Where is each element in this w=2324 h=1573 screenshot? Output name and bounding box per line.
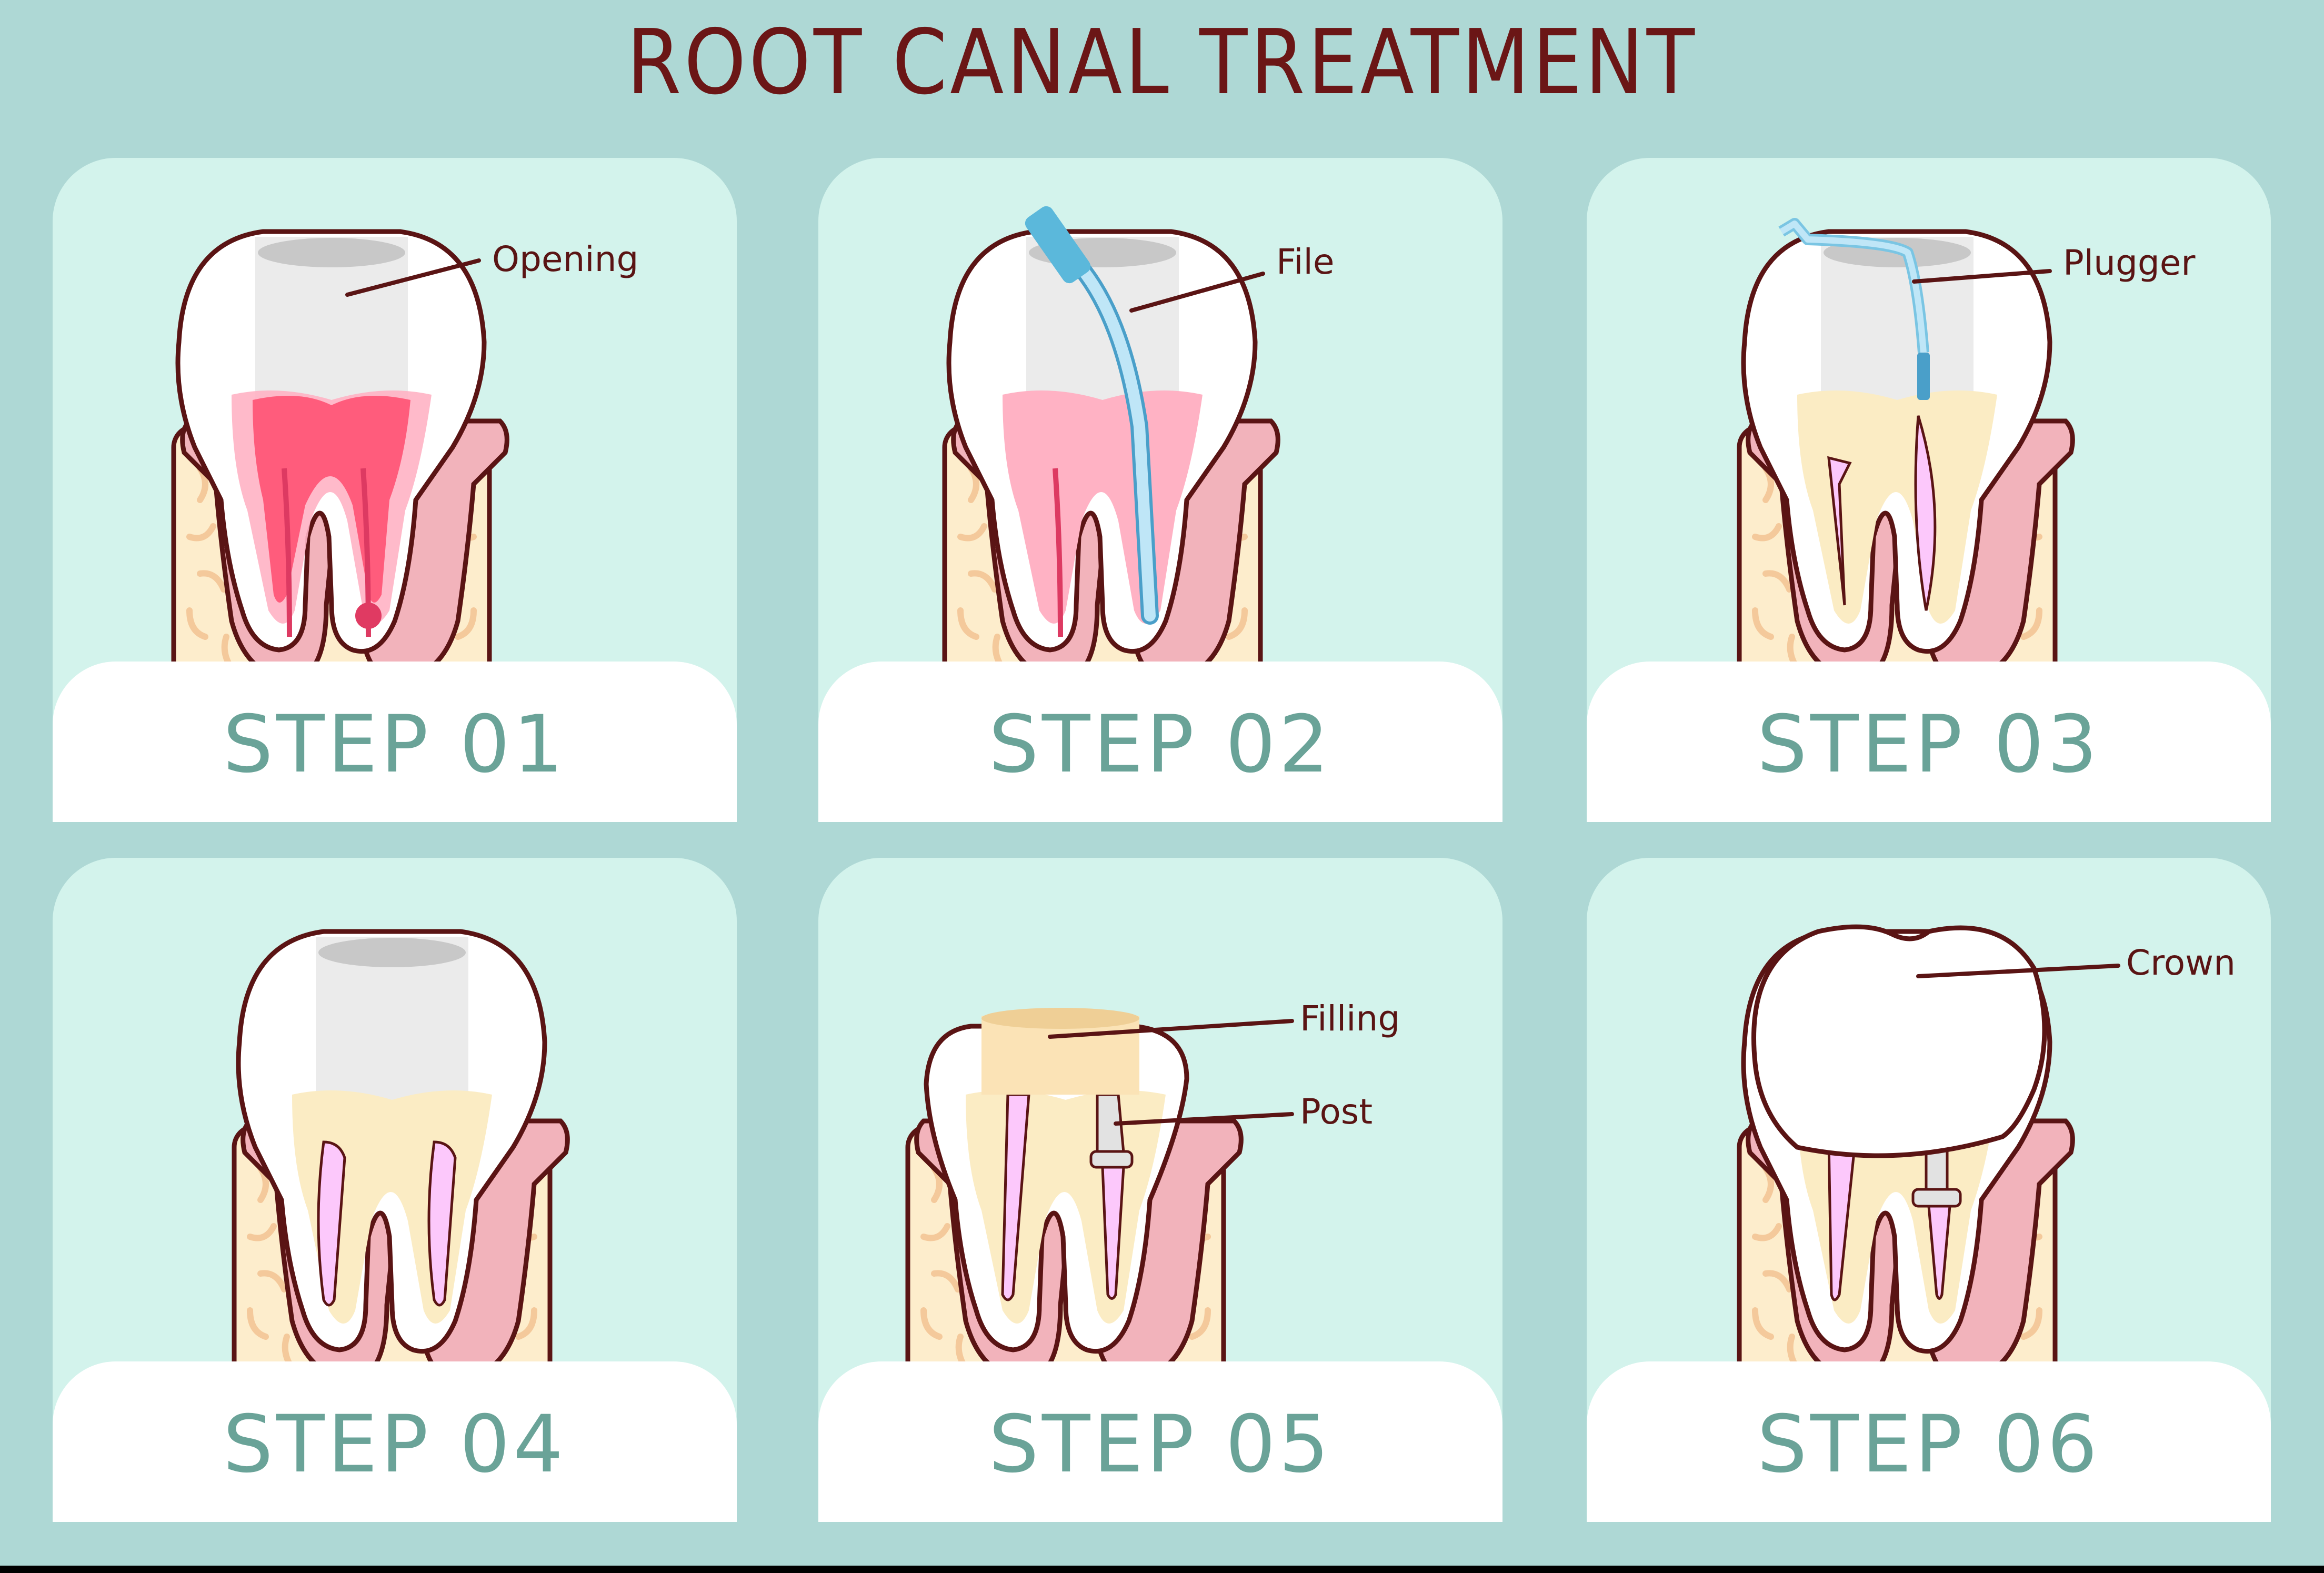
annotation-file: File [1276, 242, 1334, 282]
step-label: STEP 01 [223, 699, 567, 790]
annotation-filling: Filling [1300, 998, 1400, 1039]
step-label-band [818, 1361, 1502, 1522]
filling-pointer [1048, 1019, 1294, 1039]
step-label-band [1587, 662, 2271, 822]
plugger-pointer [1912, 269, 2052, 284]
step-label: STEP 03 [1757, 699, 2101, 790]
step-label-band [818, 662, 1502, 822]
step-label-band [53, 662, 737, 822]
annotation-opening: Opening [492, 239, 638, 279]
step-label: STEP 04 [223, 1399, 567, 1490]
tooth-illustration-plugger: Plugger [1587, 218, 2196, 663]
step-label-band [53, 1361, 737, 1522]
tooth-illustration-filled-canals [53, 858, 737, 1363]
tooth-illustration-infected-pulp: Opening [53, 158, 638, 663]
step-label: STEP 05 [988, 1399, 1333, 1490]
annotation-crown: Crown [2126, 943, 2236, 983]
step-card: Plugger STEP 03 [1587, 158, 2271, 822]
post-pointer [1114, 1112, 1294, 1126]
crown-pointer [1916, 964, 2120, 978]
tooth-illustration-crown: Crown [1587, 924, 2236, 1363]
opening-pointer [345, 258, 481, 297]
step-label-band [1587, 1361, 2271, 1522]
step-label: STEP 06 [1757, 1399, 2101, 1490]
step-card: Opening STEP 01 [53, 158, 737, 822]
tooth-illustration-filling-post: Filling Post [818, 998, 1400, 1363]
step-card: Filling Post STEP 05 [818, 858, 1502, 1522]
step-label: STEP 02 [988, 699, 1333, 790]
bottom-border [0, 1566, 2324, 1573]
file-pointer [1129, 272, 1265, 313]
page-title: ROOT CANAL TREATMENT [626, 11, 1698, 115]
step-card: STEP 04 [53, 858, 737, 1522]
annotation-post: Post [1300, 1091, 1373, 1132]
step-card: Crown STEP 06 [1587, 858, 2271, 1522]
annotation-plugger: Plugger [2063, 243, 2196, 283]
tooth-illustration-file: File [818, 206, 1334, 663]
step-card: File STEP 02 [818, 158, 1502, 822]
